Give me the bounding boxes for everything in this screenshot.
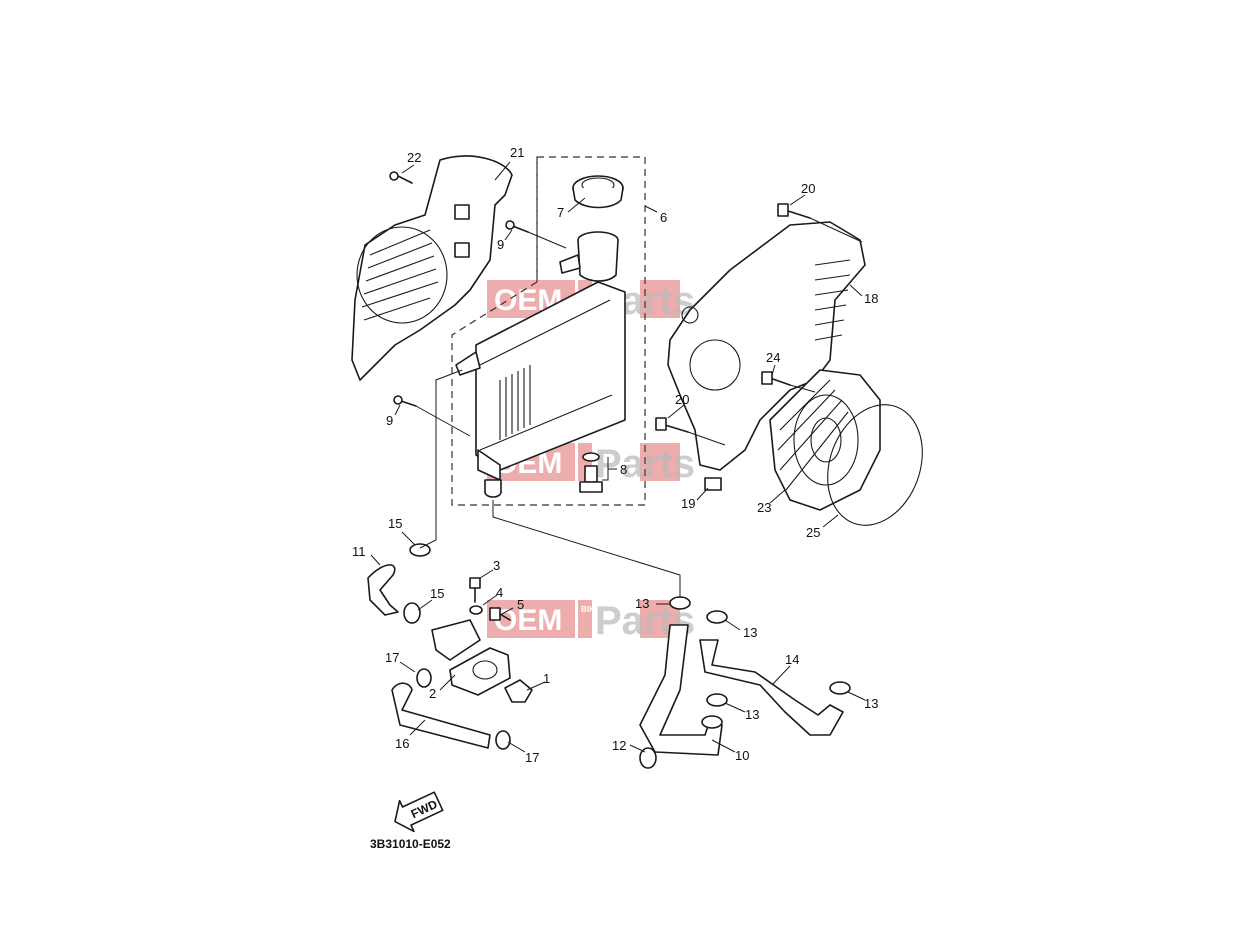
callout-22: 22 xyxy=(407,150,421,165)
clamp-12 xyxy=(639,747,657,769)
watermark-oem-text: OEM xyxy=(494,604,562,637)
screw-9-upper xyxy=(505,220,529,233)
hose-10 xyxy=(639,624,723,756)
gasket-ring xyxy=(827,404,923,526)
callout-7: 7 xyxy=(557,205,564,220)
radiator-core xyxy=(455,281,626,498)
clamp-17-upper xyxy=(416,668,432,688)
callout-2: 2 xyxy=(429,686,436,701)
callout-25: 25 xyxy=(806,525,820,540)
callout-11: 11 xyxy=(352,544,366,559)
radiator-filler-neck xyxy=(559,231,619,282)
connector-line-10 xyxy=(492,500,681,598)
callout-13-b: 13 xyxy=(743,625,757,640)
hose-11 xyxy=(367,564,399,616)
callout-18: 18 xyxy=(864,291,878,306)
callout-15-lower: 15 xyxy=(430,586,444,601)
screw-22 xyxy=(389,171,413,184)
thermostat-housing xyxy=(431,619,511,696)
callout-16: 16 xyxy=(395,736,409,751)
callout-12: 12 xyxy=(612,738,626,753)
clamp-13-b xyxy=(706,610,728,624)
callout-17-upper: 17 xyxy=(385,650,399,665)
callout-9-upper: 9 xyxy=(497,237,504,252)
callout-23: 23 xyxy=(757,500,771,515)
forward-direction-arrow: FWD xyxy=(394,791,444,833)
clamp-15-upper xyxy=(409,543,431,557)
callout-21: 21 xyxy=(510,145,524,160)
callout-17-lower: 17 xyxy=(525,750,539,765)
radiator-cover xyxy=(351,155,513,381)
screw-9-lower xyxy=(393,395,417,407)
bolt-24 xyxy=(761,371,791,386)
bolt-5 xyxy=(489,607,511,621)
diagram-code: 3B31010-E052 xyxy=(370,837,451,851)
hose-14 xyxy=(699,639,844,736)
cooling-fan xyxy=(769,369,881,511)
callout-10: 10 xyxy=(735,748,749,763)
bolt-20-upper xyxy=(777,203,811,219)
callout-3: 3 xyxy=(493,558,500,573)
callout-20-upper: 20 xyxy=(801,181,815,196)
callout-4: 4 xyxy=(496,585,503,600)
clamp-13-c xyxy=(706,693,728,707)
callout-13-d: 13 xyxy=(864,696,878,711)
callout-1: 1 xyxy=(543,671,550,686)
crankcase-cover xyxy=(667,221,866,471)
grommet-19 xyxy=(704,477,722,491)
callout-6: 6 xyxy=(660,210,667,225)
hose-16 xyxy=(391,682,491,749)
drain-bolt xyxy=(579,452,603,493)
callout-14: 14 xyxy=(785,652,799,667)
callout-9-lower: 9 xyxy=(386,413,393,428)
callout-20-lower: 20 xyxy=(675,392,689,407)
callout-5: 5 xyxy=(517,597,524,612)
radiator-assembly-box xyxy=(451,156,646,506)
bolt-20-lower xyxy=(655,417,689,433)
washer-4 xyxy=(469,605,483,615)
callout-24: 24 xyxy=(766,350,780,365)
callout-13-a: 13 xyxy=(635,596,649,611)
connector-line-11 xyxy=(419,369,463,549)
thermostat xyxy=(504,679,533,703)
radiator-cap xyxy=(572,175,624,209)
clamp-13-a xyxy=(669,596,691,610)
callout-13-c: 13 xyxy=(745,707,759,722)
clamp-17-lower xyxy=(495,730,511,750)
callout-15-upper: 15 xyxy=(388,516,402,531)
callout-8: 8 xyxy=(620,462,627,477)
clamp-15-lower xyxy=(403,602,421,624)
watermark-bike-text: BIKE xyxy=(581,605,601,614)
callout-19: 19 xyxy=(681,496,695,511)
clamp-13-d xyxy=(829,681,851,695)
screw-3 xyxy=(469,577,481,603)
